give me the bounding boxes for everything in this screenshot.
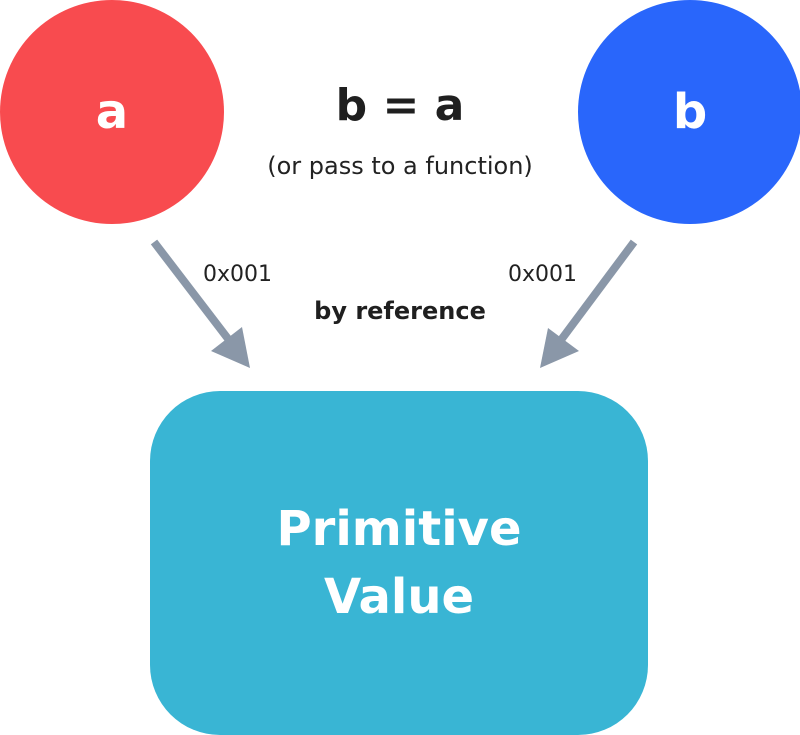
variable-b-label: b: [672, 84, 708, 140]
arrow-b-to-value: [540, 239, 638, 368]
arrow-a-to-value: [150, 239, 250, 368]
arrow-a-head: [211, 327, 250, 368]
arrow-b-shaft: [554, 239, 638, 347]
assignment-title: b = a: [335, 80, 465, 131]
arrow-a-shaft: [150, 239, 236, 347]
value-box-line2: Value: [323, 569, 475, 625]
variable-a-circle: a: [0, 0, 224, 224]
value-box-line1: Primitive: [276, 501, 522, 557]
by-reference-label: by reference: [314, 297, 486, 325]
address-label-b: 0x001: [508, 262, 578, 287]
arrow-b-head: [540, 328, 579, 368]
assignment-subtitle: (or pass to a function): [267, 152, 533, 180]
variable-a-label: a: [95, 84, 129, 140]
address-label-a: 0x001: [203, 262, 273, 287]
variable-b-circle: b: [578, 0, 800, 224]
primitive-value-box: Primitive Value: [150, 391, 648, 735]
